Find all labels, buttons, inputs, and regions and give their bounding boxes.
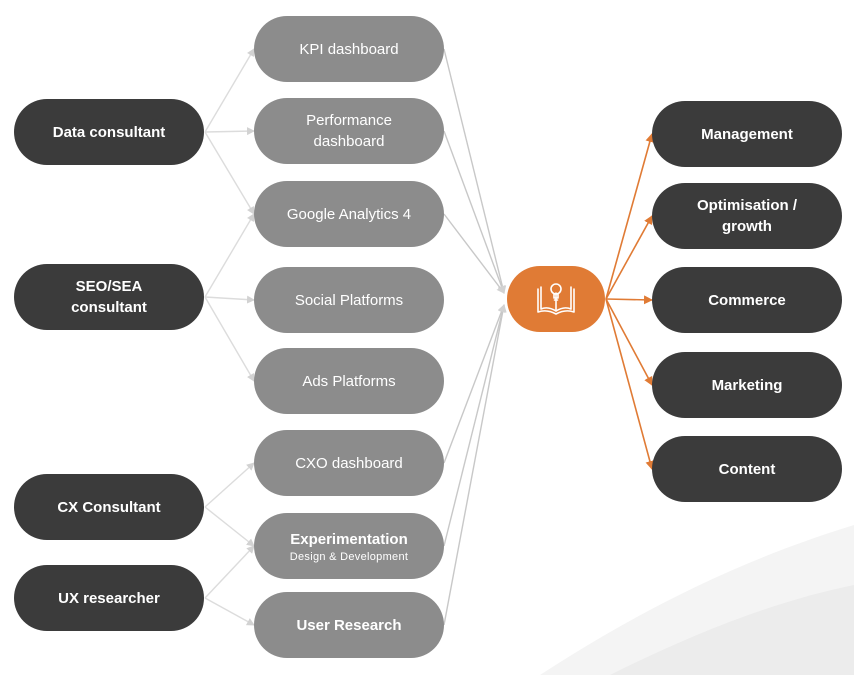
book-lightbulb-icon [537, 283, 575, 315]
role-seo-sea-consultant: SEO/SEA consultant [14, 264, 204, 330]
outcome-label: Optimisation / growth [696, 197, 797, 235]
tool-sublabel: Design & Development [289, 550, 409, 563]
connector-ux-to-ur [204, 597, 255, 626]
tool-label: CXO dashboard [295, 454, 403, 472]
connector-ga4-to-hub [443, 213, 505, 294]
outcome-marketing: Marketing [652, 352, 842, 418]
tool-label: User Research [296, 616, 402, 634]
role-label: UX researcher [58, 589, 160, 607]
outcome-commerce: Commerce [652, 267, 842, 333]
outcome-label: Commerce [708, 291, 786, 309]
outcome-management: Management [652, 101, 842, 167]
tool-user-research: User Research [254, 592, 444, 658]
connector-hub-to-content [605, 298, 655, 470]
hub-node [507, 266, 605, 332]
role-data-consultant: Data consultant [14, 99, 204, 165]
connector-cx-to-cxo [204, 462, 255, 508]
role-cx-consultant: CX Consultant [14, 474, 204, 540]
tool-social-platforms: Social Platforms [254, 267, 444, 333]
outcome-optimisation-growth: Optimisation / growth [652, 183, 842, 249]
connector-seo-to-ga4 [204, 213, 255, 298]
connector-seo-to-social [204, 295, 255, 304]
connector-ur-to-hub [443, 304, 507, 626]
connector-perf-to-hub [443, 130, 506, 294]
role-label: CX Consultant [57, 498, 161, 516]
outcome-label: Content [718, 460, 776, 478]
connector-exp-to-hub [443, 304, 507, 547]
connector-ux-to-exp [204, 545, 255, 599]
tool-label: Ads Platforms [302, 372, 396, 390]
role-label: SEO/SEA consultant [71, 278, 147, 316]
connector-seo-to-ads [204, 296, 255, 382]
connector-hub-to-marketing [605, 298, 653, 386]
tool-google-analytics-4: Google Analytics 4 [254, 181, 444, 247]
connector-cx-to-exp [204, 506, 255, 547]
connector-data-to-perf [204, 127, 255, 136]
outcome-content: Content [652, 436, 842, 502]
connector-cxo-to-hub [443, 304, 506, 464]
connector-hub-to-commerce [605, 295, 653, 305]
tool-label: Performance dashboard [306, 112, 392, 150]
connector-data-to-ga4 [204, 131, 255, 215]
tool-kpi-dashboard: KPI dashboard [254, 16, 444, 82]
tool-label: KPI dashboard [299, 40, 399, 58]
outcome-label: Management [701, 125, 793, 143]
role-ux-researcher: UX researcher [14, 565, 204, 631]
tool-performance-dashboard: Performance dashboard [254, 98, 444, 164]
tool-label: Google Analytics 4 [286, 205, 412, 223]
outcome-label: Marketing [711, 376, 783, 394]
tool-experimentation: Experimentation Design & Development [254, 513, 444, 579]
connector-kpi-to-hub [443, 48, 507, 294]
connector-hub-to-opt [605, 215, 653, 300]
tool-ads-platforms: Ads Platforms [254, 348, 444, 414]
connector-hub-to-mgmt [605, 133, 655, 300]
tool-label: Experimentation [290, 530, 408, 548]
connector-data-to-kpi [204, 48, 255, 133]
role-label: Data consultant [52, 123, 166, 141]
tool-label: Social Platforms [294, 291, 404, 309]
tool-cxo-dashboard: CXO dashboard [254, 430, 444, 496]
